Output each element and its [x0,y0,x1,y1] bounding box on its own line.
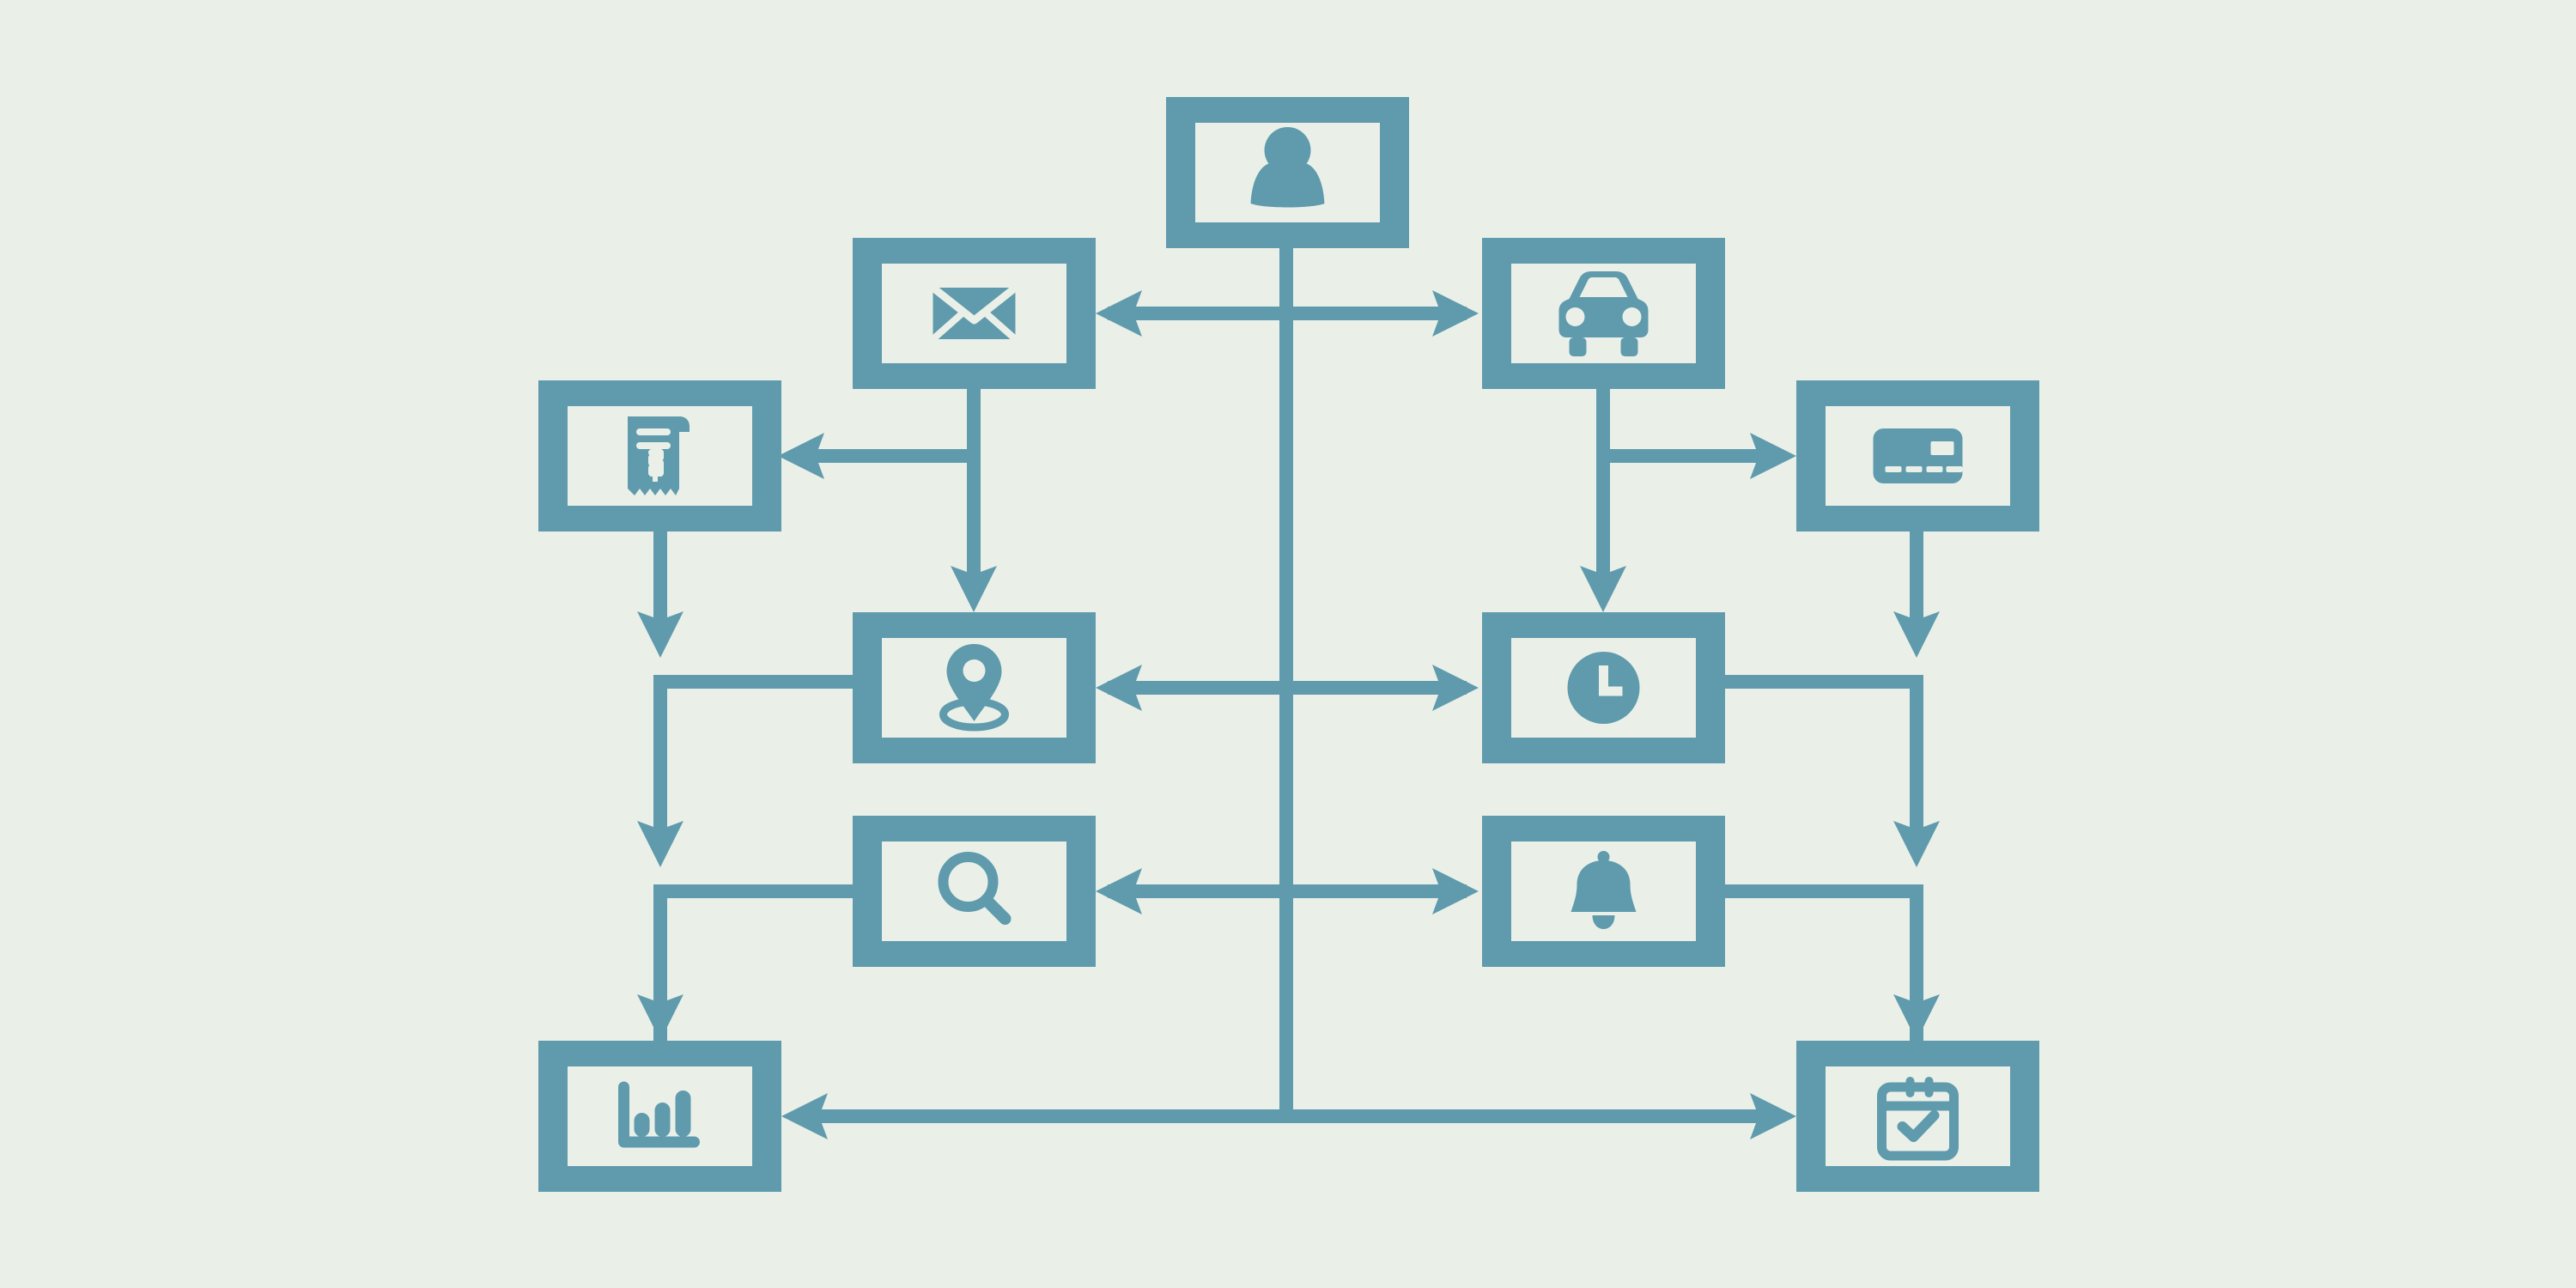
node-location[interactable] [853,612,1096,763]
arrowhead-left [778,433,824,479]
arrowhead-down-3 [637,994,683,1041]
arrowhead-left [1096,665,1142,711]
connector-search-to-bell [1096,868,1479,914]
connector-chart-to-calendar [781,1093,1796,1139]
arrowhead-right [1432,868,1479,914]
node-mail[interactable] [853,238,1096,389]
arrowhead-right [1432,665,1479,711]
node-receipt[interactable] [538,380,781,532]
arrowhead-down-1 [637,611,683,658]
node-person[interactable] [1166,97,1409,248]
arrowhead-left [1096,290,1142,337]
arrowhead-right [1750,433,1796,479]
arrowhead-down [1580,566,1626,612]
arrowhead-down-2 [637,821,683,867]
node-clock[interactable] [1482,612,1725,763]
arrowhead-right [1432,290,1479,337]
arrowhead-left [1096,868,1142,914]
connector-receipt-spine [637,532,853,1041]
node-bell[interactable] [1482,816,1725,967]
connector-car-to-clock [1580,389,1626,612]
connector-location-to-clock [1096,665,1479,711]
envelope-icon [933,288,1016,339]
node-calendar[interactable] [1796,1041,2039,1192]
connector-car-to-card [1603,433,1796,479]
node-car[interactable] [1482,238,1725,389]
node-chart[interactable] [538,1041,781,1192]
arrowhead-down-3 [1893,994,1940,1041]
arrowhead-down-2 [1893,821,1940,867]
connector-layer [637,248,1940,1139]
connector-mail-to-receipt [778,433,974,479]
arrowhead-down [951,566,997,612]
arrowhead-left [781,1093,828,1139]
clock-icon [1568,652,1640,724]
connector-mail-to-location [951,389,997,612]
connector-card-spine [1725,532,1940,1041]
node-credit-card[interactable] [1796,380,2039,532]
credit-card-icon [1873,428,1963,483]
arrowhead-right [1750,1093,1796,1139]
arrowhead-down-1 [1893,611,1940,658]
node-search[interactable] [853,816,1096,967]
connector-person-to-mail-car [1096,290,1479,337]
